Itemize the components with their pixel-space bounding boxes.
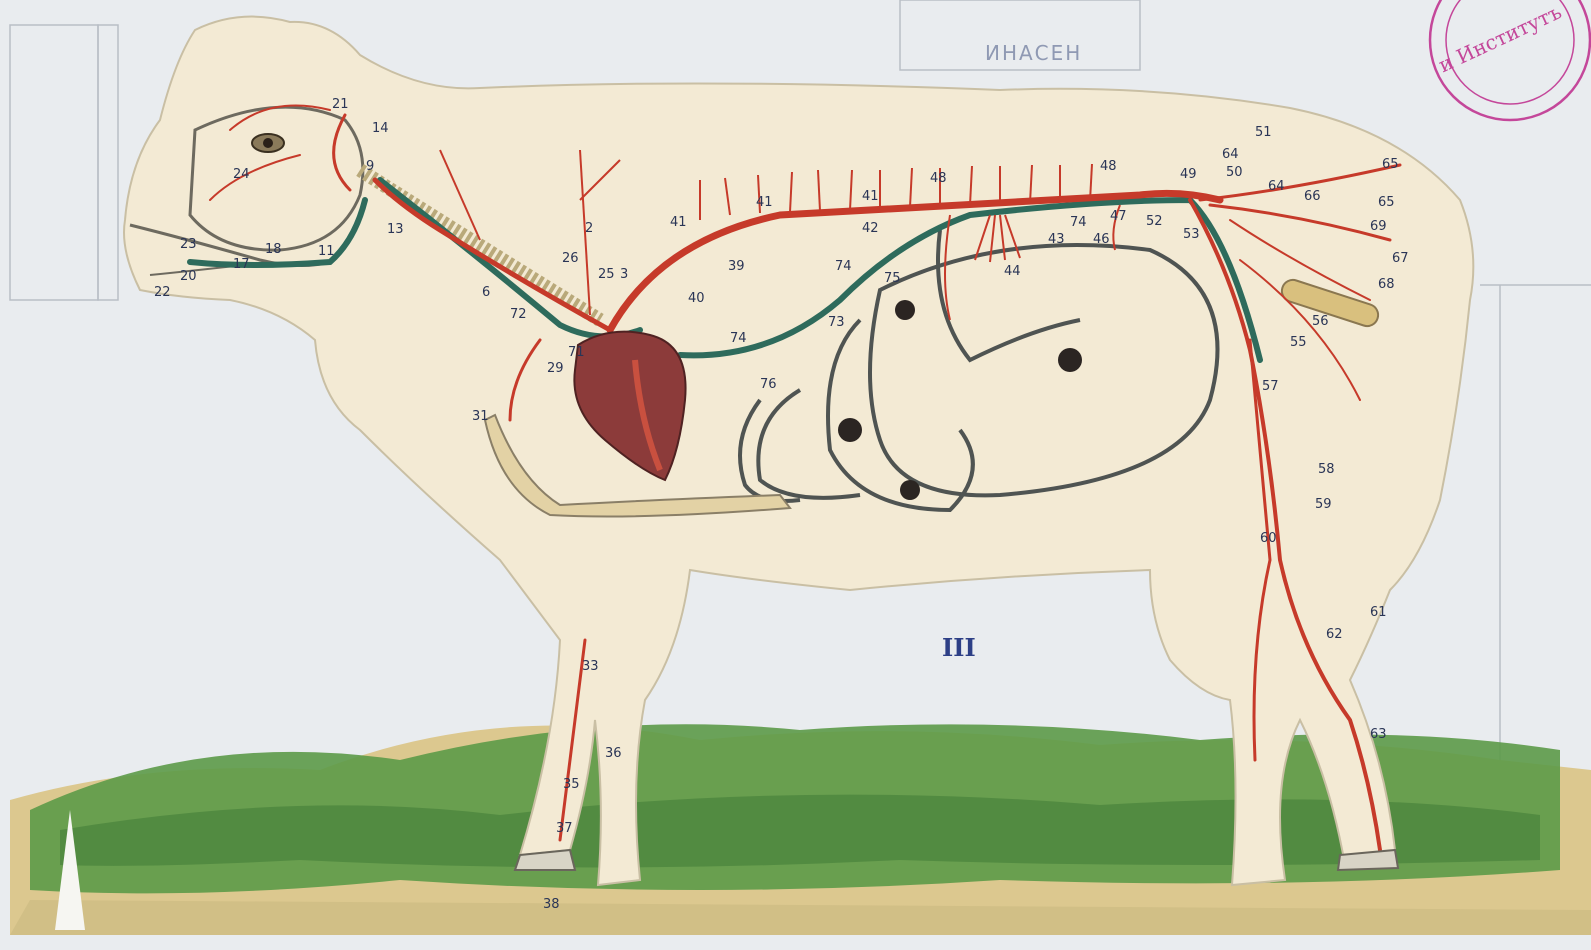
label-38: 38 bbox=[543, 897, 560, 912]
label-26: 26 bbox=[562, 251, 579, 266]
label-25: 25 bbox=[598, 267, 615, 282]
label-53: 53 bbox=[1183, 227, 1200, 242]
label-35: 35 bbox=[563, 777, 580, 792]
label-69: 69 bbox=[1370, 219, 1387, 234]
label-13: 13 bbox=[387, 222, 404, 237]
label-64-a: 64 bbox=[1222, 147, 1239, 162]
label-71: 71 bbox=[568, 345, 585, 360]
label-65-b: 65 bbox=[1378, 195, 1395, 210]
label-47: 47 bbox=[1110, 209, 1127, 224]
label-46: 46 bbox=[1093, 232, 1110, 247]
label-6: 6 bbox=[482, 285, 490, 300]
label-24: 24 bbox=[233, 167, 250, 182]
label-36: 36 bbox=[605, 746, 622, 761]
label-62: 62 bbox=[1326, 627, 1343, 642]
label-48-a: 48 bbox=[930, 171, 947, 186]
label-76: 76 bbox=[760, 377, 777, 392]
label-73: 73 bbox=[828, 315, 845, 330]
label-50: 50 bbox=[1226, 165, 1243, 180]
label-23: 23 bbox=[180, 237, 197, 252]
label-48-b: 48 bbox=[1100, 159, 1117, 174]
label-41-c: 41 bbox=[862, 189, 879, 204]
label-55: 55 bbox=[1290, 335, 1307, 350]
label-14: 14 bbox=[372, 121, 389, 136]
label-41-b: 41 bbox=[756, 195, 773, 210]
label-22: 22 bbox=[154, 285, 171, 300]
label-66: 66 bbox=[1304, 189, 1321, 204]
label-63: 63 bbox=[1370, 727, 1387, 742]
label-59: 59 bbox=[1315, 497, 1332, 512]
label-43: 43 bbox=[1048, 232, 1065, 247]
label-29: 29 bbox=[547, 361, 564, 376]
label-40: 40 bbox=[688, 291, 705, 306]
label-64-b: 64 bbox=[1268, 179, 1285, 194]
label-58: 58 bbox=[1318, 462, 1335, 477]
label-42: 42 bbox=[862, 221, 879, 236]
label-61: 61 bbox=[1370, 605, 1387, 620]
label-60: 60 bbox=[1260, 531, 1277, 546]
label-57: 57 bbox=[1262, 379, 1279, 394]
label-21: 21 bbox=[332, 97, 349, 112]
label-72: 72 bbox=[510, 307, 527, 322]
label-17: 17 bbox=[233, 257, 250, 272]
box-stamp-text: ИНАСЕН bbox=[985, 41, 1082, 65]
label-9: 9 bbox=[366, 159, 374, 174]
stamp-text: и Институтъ bbox=[1435, 0, 1565, 77]
label-2: 2 bbox=[585, 221, 593, 236]
label-68: 68 bbox=[1378, 277, 1395, 292]
label-44: 44 bbox=[1004, 264, 1021, 279]
label-74-b: 74 bbox=[730, 331, 747, 346]
label-39: 39 bbox=[728, 259, 745, 274]
label-74-c: 74 bbox=[1070, 215, 1087, 230]
label-74-a: 74 bbox=[835, 259, 852, 274]
label-33: 33 bbox=[582, 659, 599, 674]
label-65-a: 65 bbox=[1382, 157, 1399, 172]
label-56: 56 bbox=[1312, 314, 1329, 329]
label-51: 51 bbox=[1255, 125, 1272, 140]
plate-numeral: III bbox=[942, 633, 976, 662]
label-3: 3 bbox=[620, 267, 628, 282]
label-37: 37 bbox=[556, 821, 573, 836]
label-49: 49 bbox=[1180, 167, 1197, 182]
label-31: 31 bbox=[472, 409, 489, 424]
label-18: 18 bbox=[265, 242, 282, 257]
label-20: 20 bbox=[180, 269, 197, 284]
label-52: 52 bbox=[1146, 214, 1163, 229]
label-75: 75 bbox=[884, 271, 901, 286]
label-41-a: 41 bbox=[670, 215, 687, 230]
label-67: 67 bbox=[1392, 251, 1409, 266]
label-11: 11 bbox=[318, 244, 335, 259]
circular-stamp: и Институтъ bbox=[1430, 0, 1590, 120]
